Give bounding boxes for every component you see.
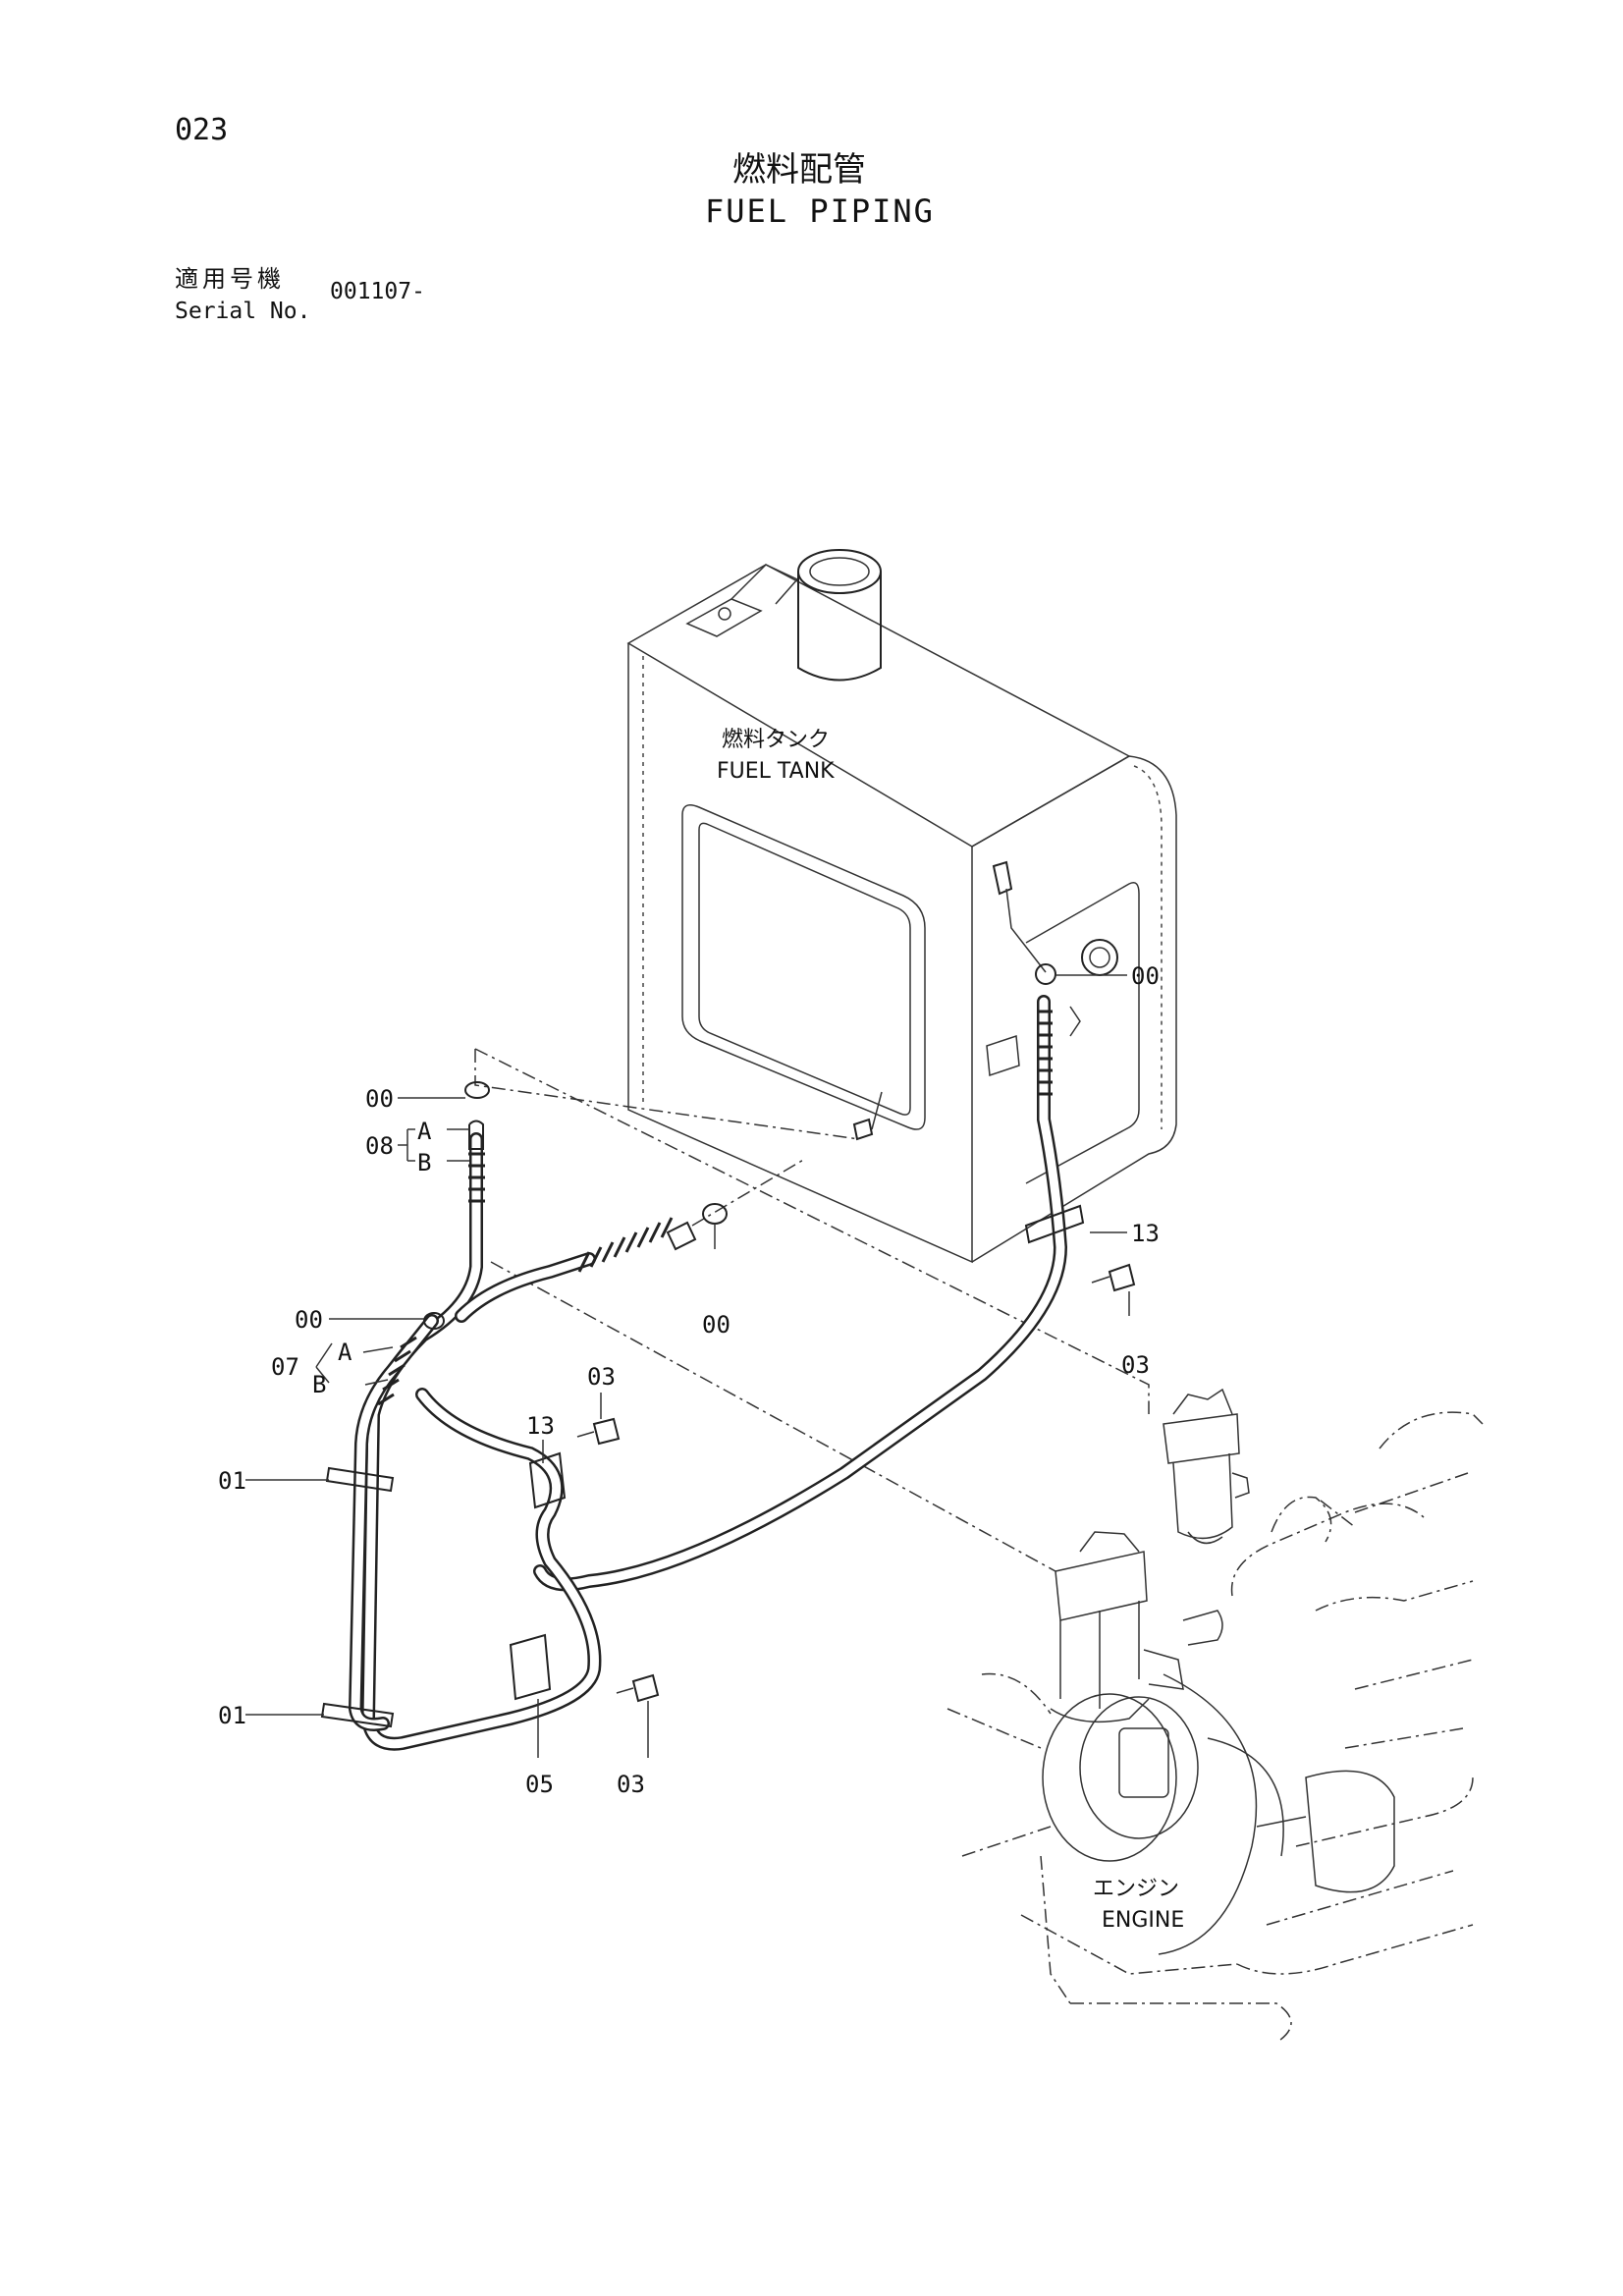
serial-label: Serial No. bbox=[175, 299, 311, 324]
clamps-and-bolts bbox=[320, 1204, 1136, 1728]
page-title-japanese: 燃料配管 bbox=[732, 150, 866, 190]
fuel-tank bbox=[626, 549, 1177, 1264]
pipe-stub bbox=[468, 1120, 484, 1150]
callout-00-hose-top: 00 bbox=[365, 1085, 394, 1113]
connection-line-pump bbox=[490, 1261, 1056, 1572]
callout-00-center: 00 bbox=[702, 1311, 730, 1339]
fuel-tank-label-japanese: 燃料タンク bbox=[722, 728, 830, 752]
callout-13-right: 13 bbox=[1131, 1220, 1160, 1247]
serial-value: 001107- bbox=[330, 279, 425, 304]
fuel-tank-label: FUEL TANK bbox=[717, 759, 835, 784]
callout-01-bottom: 01 bbox=[218, 1702, 246, 1729]
serial-label-japanese: 適用号機 bbox=[175, 265, 285, 293]
callout-00-tank-side: 00 bbox=[1131, 962, 1160, 990]
leader-lines bbox=[245, 974, 1130, 1758]
hose-spring-guards bbox=[377, 1010, 1053, 1406]
engine bbox=[947, 1388, 1484, 2044]
callout-03-center: 03 bbox=[587, 1363, 616, 1391]
callout-08-a: A bbox=[417, 1118, 432, 1145]
callout-05: 05 bbox=[525, 1771, 554, 1798]
connection-line-filter bbox=[474, 1048, 1150, 1414]
engine-label-japanese: エンジン bbox=[1093, 1877, 1179, 1901]
callout-13-center: 13 bbox=[526, 1412, 555, 1440]
page-number: 023 bbox=[175, 113, 229, 147]
connection-line-tank bbox=[474, 1049, 860, 1140]
callout-01-top: 01 bbox=[218, 1467, 246, 1495]
engine-label: ENGINE bbox=[1102, 1908, 1184, 1933]
callout-07: 07 bbox=[271, 1353, 299, 1381]
callout-00-hose-mid: 00 bbox=[295, 1306, 323, 1334]
page-title: FUEL PIPING bbox=[705, 192, 935, 230]
callout-08: 08 bbox=[365, 1132, 394, 1160]
hose-fitting bbox=[666, 1221, 697, 1251]
hose-clips bbox=[423, 1081, 728, 1330]
callout-07-b: B bbox=[312, 1371, 326, 1398]
fuel-hoses bbox=[348, 995, 1068, 1751]
connection-line-drain bbox=[691, 1158, 806, 1227]
callout-07-a: A bbox=[338, 1339, 352, 1366]
callout-08-b: B bbox=[417, 1149, 431, 1176]
callout-03-bottom: 03 bbox=[617, 1771, 645, 1798]
callout-03-right: 03 bbox=[1121, 1351, 1150, 1379]
